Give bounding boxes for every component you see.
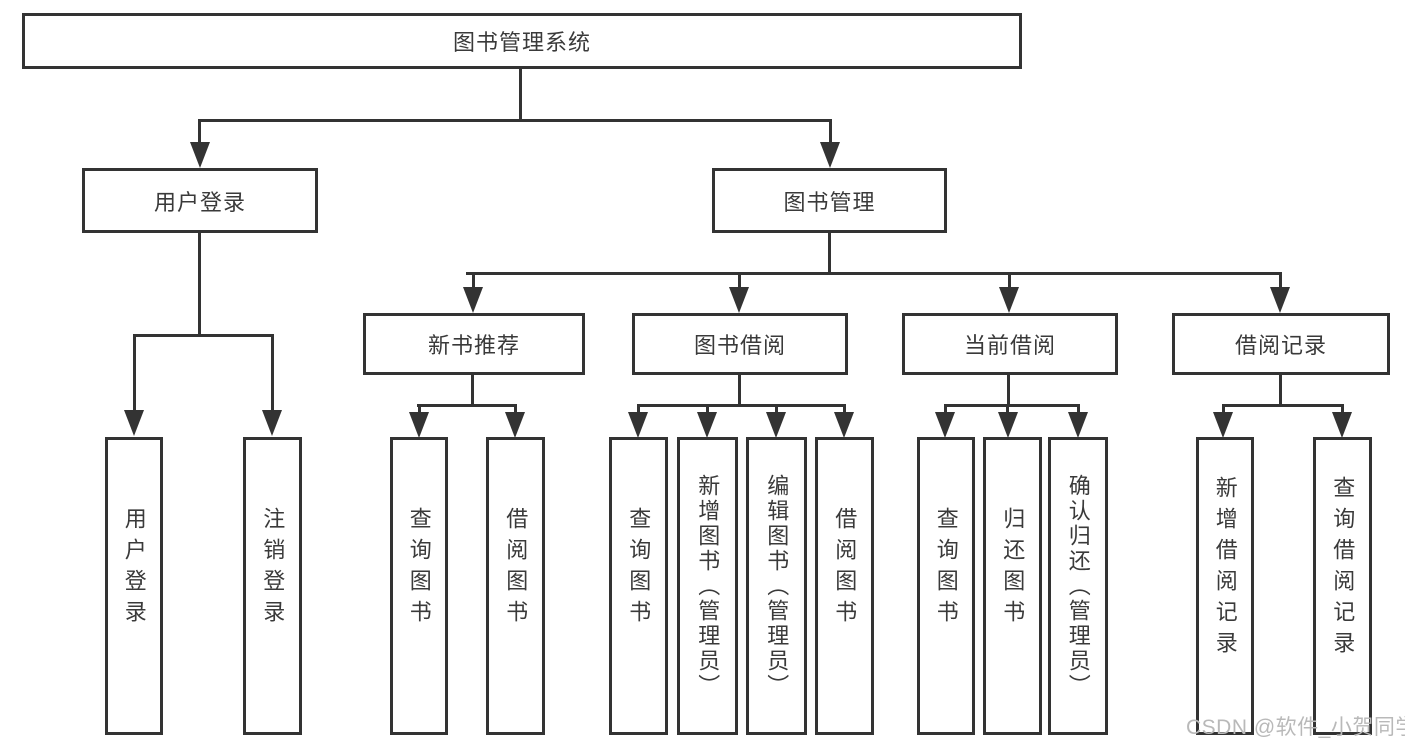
leaf-query-borrow-record: 查询借阅记录 (1313, 437, 1372, 735)
arrowhead-down-icon (463, 287, 483, 313)
arrowhead-down-icon (505, 412, 525, 438)
node-root: 图书管理系统 (22, 13, 1022, 69)
connector-line (1279, 375, 1282, 407)
arrowhead-down-icon (729, 287, 749, 313)
arrowhead-down-icon (190, 142, 210, 168)
connector-line (472, 272, 475, 288)
node-borrowing-records-label: 借阅记录 (1234, 333, 1327, 358)
node-book-management-label: 图书管理 (783, 189, 876, 215)
connector-line (417, 404, 516, 407)
connector-line (637, 404, 846, 407)
connector-line (133, 334, 274, 337)
leaf-edit-books-admin-label: 编辑图书（管理员） (764, 473, 790, 699)
leaf-query-books-recommend: 查询图书 (390, 437, 448, 735)
arrowhead-down-icon (1332, 412, 1352, 438)
leaf-edit-books-admin: 编辑图书（管理员） (746, 437, 807, 735)
connector-line (1279, 272, 1282, 288)
arrowhead-down-icon (1068, 412, 1088, 438)
node-new-book-recommend: 新书推荐 (363, 313, 585, 375)
node-current-borrowing: 当前借阅 (902, 313, 1118, 375)
connector-line (738, 272, 741, 288)
leaf-user-login-label: 用户登录 (121, 507, 147, 631)
arrowhead-down-icon (1213, 412, 1233, 438)
connector-line (1006, 404, 1009, 415)
leaf-confirm-return-admin: 确认归还（管理员） (1048, 437, 1108, 735)
watermark: CSDN @软件_小贺同学 (1186, 716, 1405, 739)
connector-line (1008, 272, 1011, 288)
leaf-logout: 注销登录 (243, 437, 302, 735)
connector-line (198, 233, 201, 337)
node-borrowing-records: 借阅记录 (1172, 313, 1390, 375)
node-current-borrowing-label: 当前借阅 (963, 333, 1056, 358)
arrowhead-down-icon (935, 412, 955, 438)
arrowhead-down-icon (820, 142, 840, 168)
connector-line (133, 334, 136, 412)
leaf-borrow-books: 借阅图书 (815, 437, 874, 735)
arrowhead-down-icon (766, 412, 786, 438)
arrowhead-down-icon (409, 412, 429, 438)
connector-line (843, 404, 846, 415)
connector-line (1222, 404, 1344, 407)
leaf-query-books-recommend-label: 查询图书 (406, 507, 432, 631)
connector-line (829, 119, 832, 147)
connector-line (198, 119, 832, 122)
leaf-add-books-admin-label: 新增图书（管理员） (695, 473, 721, 699)
connector-line (738, 375, 741, 407)
node-book-borrowing: 图书借阅 (632, 313, 848, 375)
connector-line (637, 404, 640, 415)
leaf-add-books-admin: 新增图书（管理员） (677, 437, 738, 735)
node-book-management: 图书管理 (712, 168, 947, 233)
leaf-borrow-books-recommend-label: 借阅图书 (503, 507, 529, 631)
connector-line (1007, 375, 1010, 407)
connector-line (519, 69, 522, 122)
leaf-query-books-current-label: 查询图书 (933, 507, 959, 631)
node-root-label: 图书管理系统 (452, 30, 591, 55)
arrowhead-down-icon (697, 412, 717, 438)
leaf-borrow-books-recommend: 借阅图书 (486, 437, 545, 735)
arrowhead-down-icon (834, 412, 854, 438)
connector-line (1077, 404, 1080, 415)
leaf-query-borrow-record-label: 查询借阅记录 (1330, 476, 1356, 662)
leaf-logout-label: 注销登录 (260, 507, 286, 631)
node-new-book-recommend-label: 新书推荐 (427, 333, 520, 358)
connector-line (706, 404, 709, 415)
arrowhead-down-icon (628, 412, 648, 438)
node-book-borrowing-label: 图书借阅 (693, 333, 786, 358)
leaf-add-borrow-record: 新增借阅记录 (1196, 437, 1254, 735)
arrowhead-down-icon (124, 410, 144, 436)
leaf-return-books-label: 归还图书 (1000, 507, 1026, 631)
arrowhead-down-icon (999, 287, 1019, 313)
arrowhead-down-icon (998, 412, 1018, 438)
node-user-login: 用户登录 (82, 168, 318, 233)
connector-line (775, 404, 778, 415)
connector-line (471, 375, 474, 407)
connector-line (198, 119, 201, 147)
arrowhead-down-icon (1270, 287, 1290, 313)
leaf-borrow-books-label: 借阅图书 (832, 507, 858, 631)
connector-line (514, 404, 517, 415)
connector-line (1222, 404, 1225, 415)
arrowhead-down-icon (262, 410, 282, 436)
leaf-return-books: 归还图书 (983, 437, 1042, 735)
connector-line (418, 404, 421, 415)
connector-line (944, 404, 947, 415)
leaf-user-login: 用户登录 (105, 437, 163, 735)
leaf-query-books-borrowing: 查询图书 (609, 437, 668, 735)
connector-line (271, 334, 274, 412)
connector-line (1341, 404, 1344, 415)
connector-line (466, 272, 1282, 275)
connector-line (828, 233, 831, 275)
leaf-confirm-return-admin-label: 确认归还（管理员） (1065, 473, 1091, 699)
leaf-query-books-current: 查询图书 (917, 437, 975, 735)
leaf-query-books-borrowing-label: 查询图书 (626, 507, 652, 631)
node-user-login-label: 用户登录 (153, 189, 246, 215)
connector-line (944, 404, 1080, 407)
leaf-add-borrow-record-label: 新增借阅记录 (1212, 476, 1238, 662)
